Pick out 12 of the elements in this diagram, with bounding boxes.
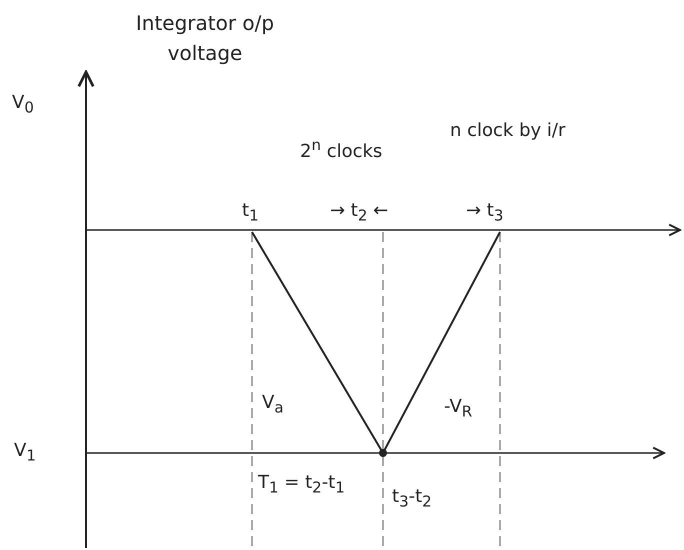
time-label: t$_{1}$ (242, 200, 259, 225)
time-label: → t$_{2}$ ← (330, 200, 388, 225)
annotation: 2$^{n}$ clocks (300, 136, 382, 163)
formula: T$_{1}$ = t$_{2}$-t$_{1}$ (258, 472, 345, 497)
plot-title: Integrator o/p voltage (134, 10, 276, 67)
voltage-label: -V$_{R}$ (444, 396, 472, 421)
time-label: → t$_{3}$ (466, 200, 504, 225)
axis-label: V$_{0}$ (12, 92, 34, 117)
formula: t$_{3}$-t$_{2}$ (392, 486, 432, 511)
voltage-label: V$_{a}$ (262, 392, 284, 417)
axis-label: V$_{1}$ (14, 440, 36, 465)
annotation: n clock by i/r (450, 120, 566, 142)
